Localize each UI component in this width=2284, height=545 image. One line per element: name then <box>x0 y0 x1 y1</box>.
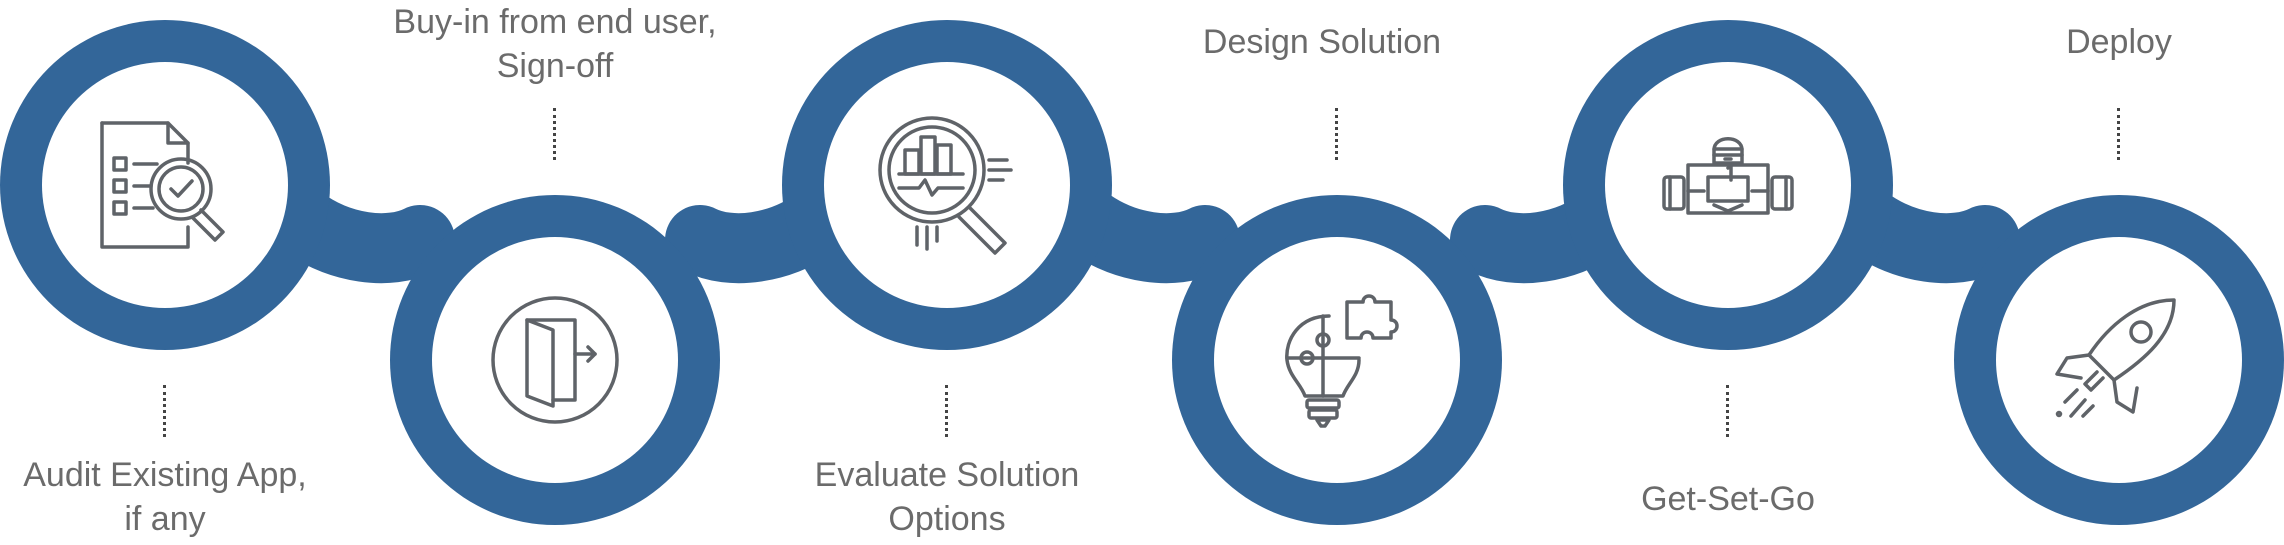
dotted-connector-5 <box>1726 385 1732 437</box>
step-inner-4 <box>1214 237 1460 483</box>
rocket-icon <box>2055 298 2176 418</box>
step-label-2-line-2: Sign-off <box>496 47 614 85</box>
step-label-3: Evaluate Solution Options <box>747 453 1147 541</box>
step-label-4: Design Solution <box>1122 20 1522 64</box>
step-label-5: Get-Set-Go <box>1528 477 1928 521</box>
step-label-1-line-2: if any <box>124 500 206 538</box>
go-kart-icon <box>1662 137 1794 215</box>
dotted-connector-3 <box>945 385 951 437</box>
door-exit-arrow-icon <box>491 296 619 424</box>
dotted-connector-2 <box>553 108 559 160</box>
step-inner-6 <box>1996 237 2242 483</box>
puzzle-lightbulb-icon <box>1285 294 1399 428</box>
chart-magnifier-icon <box>878 116 1013 255</box>
step-label-2: Buy-in from end user, Sign-off <box>355 0 755 88</box>
dotted-connector-4 <box>1335 108 1341 160</box>
step-label-3-line-2: Options <box>888 500 1006 538</box>
step-label-2-line-1: Buy-in from end user, <box>393 3 717 41</box>
step-inner-3 <box>824 62 1070 308</box>
step-label-6: Deploy <box>1919 20 2284 64</box>
inner-disks <box>42 62 2242 483</box>
step-inner-2 <box>432 237 678 483</box>
dotted-connector-1 <box>163 385 169 437</box>
document-magnifier-check-icon <box>100 121 225 249</box>
step-label-1: Audit Existing App, if any <box>0 453 365 541</box>
step-inner-1 <box>42 62 288 308</box>
dotted-connector-6 <box>2117 108 2123 160</box>
step-label-5-line-1: Get-Set-Go <box>1641 480 1815 518</box>
step-label-1-line-1: Audit Existing App, <box>23 456 307 494</box>
step-inner-5 <box>1605 62 1851 308</box>
step-label-4-line-1: Design Solution <box>1202 23 1442 61</box>
step-label-6-line-1: Deploy <box>2066 23 2172 61</box>
step-label-3-line-1: Evaluate Solution <box>814 456 1080 494</box>
